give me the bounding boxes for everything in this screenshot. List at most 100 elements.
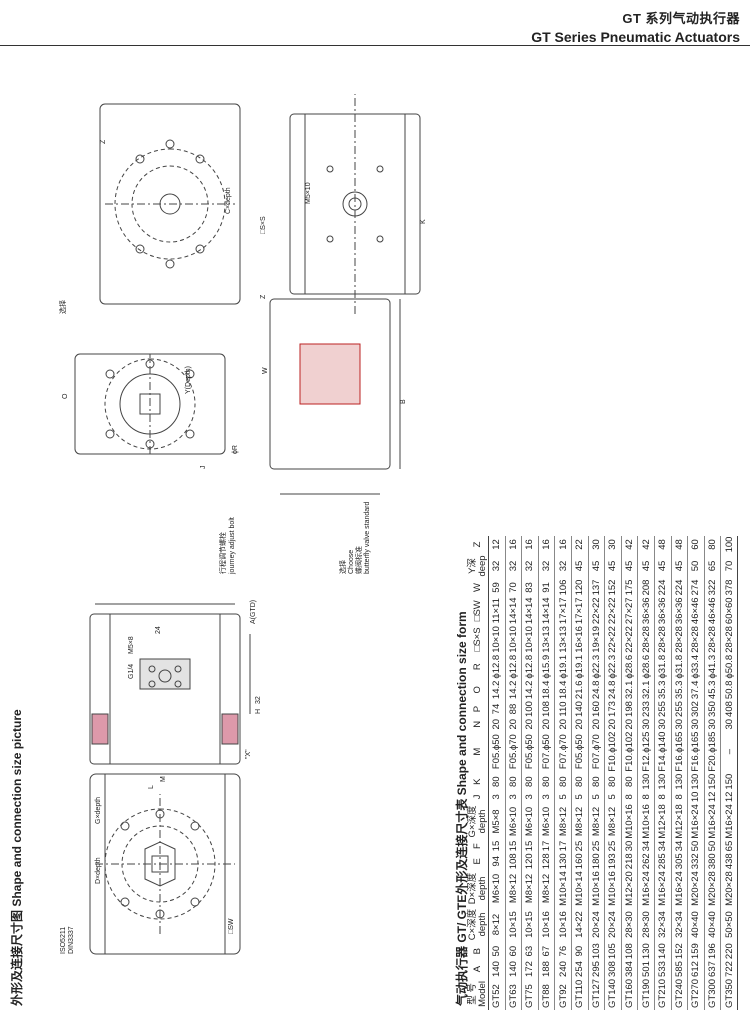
- table-cell: 14.2: [505, 679, 522, 701]
- table-cell: 140: [571, 700, 589, 718]
- header-title-cn: GT 系列气动执行器: [622, 11, 740, 26]
- label-x: "X": [245, 749, 252, 759]
- table-cell: 80: [538, 772, 555, 791]
- table-cell: 32: [538, 553, 555, 579]
- table-cell: 20: [554, 717, 572, 731]
- table-cell: 50.8: [720, 679, 738, 701]
- table-cell: 150: [720, 772, 738, 791]
- technical-drawings: [74, 94, 421, 955]
- table-cell: F12.ϕ125: [637, 730, 655, 773]
- table-header-cell: W: [468, 578, 489, 597]
- table-cell: 438: [720, 852, 738, 871]
- table-cell: M10×16: [621, 803, 638, 840]
- table-cell: 14×22: [571, 906, 589, 943]
- table-cell: 80: [505, 772, 522, 791]
- table-cell: 10×10: [505, 625, 522, 654]
- table-cell: ϕ50.8: [720, 653, 738, 680]
- table-cell: 32.1: [637, 679, 655, 701]
- table-cell: 17×17: [571, 596, 589, 626]
- table-cell: F05.ϕ50: [571, 730, 589, 773]
- table-cell: 20×24: [588, 906, 605, 943]
- table-cell: 22×22: [604, 625, 622, 654]
- table-cell: 384: [621, 960, 638, 978]
- table-cell: M16×24: [671, 870, 688, 907]
- table-cell: M6×10: [538, 803, 555, 840]
- table-cell: 34: [637, 839, 655, 853]
- table-cell: 45: [654, 553, 672, 579]
- table-cell: F10.ϕ102: [604, 730, 622, 773]
- table-cell: 30: [588, 535, 605, 554]
- table-cell: 16: [505, 535, 522, 554]
- table-cell: GT75: [521, 977, 539, 1010]
- table-cell: 380: [704, 852, 721, 871]
- table-cell: 17×17: [554, 596, 572, 626]
- table-cell: 65: [704, 553, 721, 579]
- table-cell: 30: [621, 839, 638, 853]
- table-cell: 32×34: [654, 906, 672, 943]
- table-cell: 233: [637, 700, 655, 718]
- table-cell: GT92: [554, 977, 572, 1010]
- table-cell: M20×28: [720, 870, 738, 907]
- table-cell: GT270: [687, 977, 705, 1010]
- table-cell: 24.8: [588, 679, 605, 701]
- table-cell: F07.ϕ50: [538, 730, 555, 773]
- table-cell: 91: [538, 578, 555, 597]
- drawing-front-view: [89, 603, 251, 765]
- table-cell: 67: [538, 942, 555, 961]
- table-cell: 15: [521, 839, 539, 853]
- table-cell: GT140: [604, 977, 622, 1010]
- table-cell: 30: [654, 717, 672, 731]
- table-cell: M8×12: [538, 870, 555, 907]
- table-cell: 70: [505, 578, 522, 597]
- table-cell: 22×22: [604, 596, 622, 626]
- table-cell: 533: [654, 960, 672, 978]
- table-header-cell: Z: [468, 535, 489, 554]
- table-cell: 14.2: [521, 679, 539, 701]
- table-cell: 173: [604, 700, 622, 718]
- table-cell: 130: [554, 852, 572, 871]
- table-cell: 25: [571, 839, 589, 853]
- table-cell: 130: [637, 772, 655, 791]
- table-cell: 16×16: [571, 625, 589, 654]
- table-cell: M8×12: [521, 870, 539, 907]
- table-cell: 30: [604, 535, 622, 554]
- table-cell: ϕ31.8: [654, 653, 672, 680]
- table-cell: 35.3: [654, 679, 672, 701]
- table-header-cell: K: [468, 772, 489, 791]
- label-phi-r: ϕR: [232, 445, 239, 454]
- table-cell: 22×22: [588, 596, 605, 626]
- table-cell: 108: [538, 700, 555, 718]
- table-cell: 45.3: [704, 679, 721, 701]
- table-cell: 585: [671, 960, 688, 978]
- table-cell: 48: [654, 535, 672, 554]
- table-cell: 28×30: [621, 906, 638, 943]
- table-cell: F07.ϕ70: [588, 730, 605, 773]
- table-cell: 28×28: [687, 625, 705, 654]
- table-cell: GT160: [621, 977, 638, 1010]
- table-cell: 637: [704, 960, 721, 978]
- table-cell: ϕ33.4: [687, 653, 705, 680]
- table-cell: 5: [604, 790, 622, 804]
- label-32: 32: [255, 696, 262, 704]
- label-24: 24: [155, 626, 162, 634]
- table-cell: 175: [621, 578, 638, 597]
- table-cell: 13×13: [538, 625, 555, 654]
- table-cell: 20: [604, 717, 622, 731]
- table-cell: 80: [571, 772, 589, 791]
- table-cell: 10×10: [521, 625, 539, 654]
- table-cell: ϕ22.3: [588, 653, 605, 680]
- table-cell: ϕ22.3: [604, 653, 622, 680]
- table-cell: M6×10: [488, 870, 506, 907]
- table-cell: GT52: [488, 977, 506, 1010]
- table-cell: 140: [654, 942, 672, 961]
- table-cell: F05.ϕ70: [505, 730, 522, 773]
- table-cell: 188: [538, 960, 555, 978]
- table-cell: 32.1: [621, 679, 638, 701]
